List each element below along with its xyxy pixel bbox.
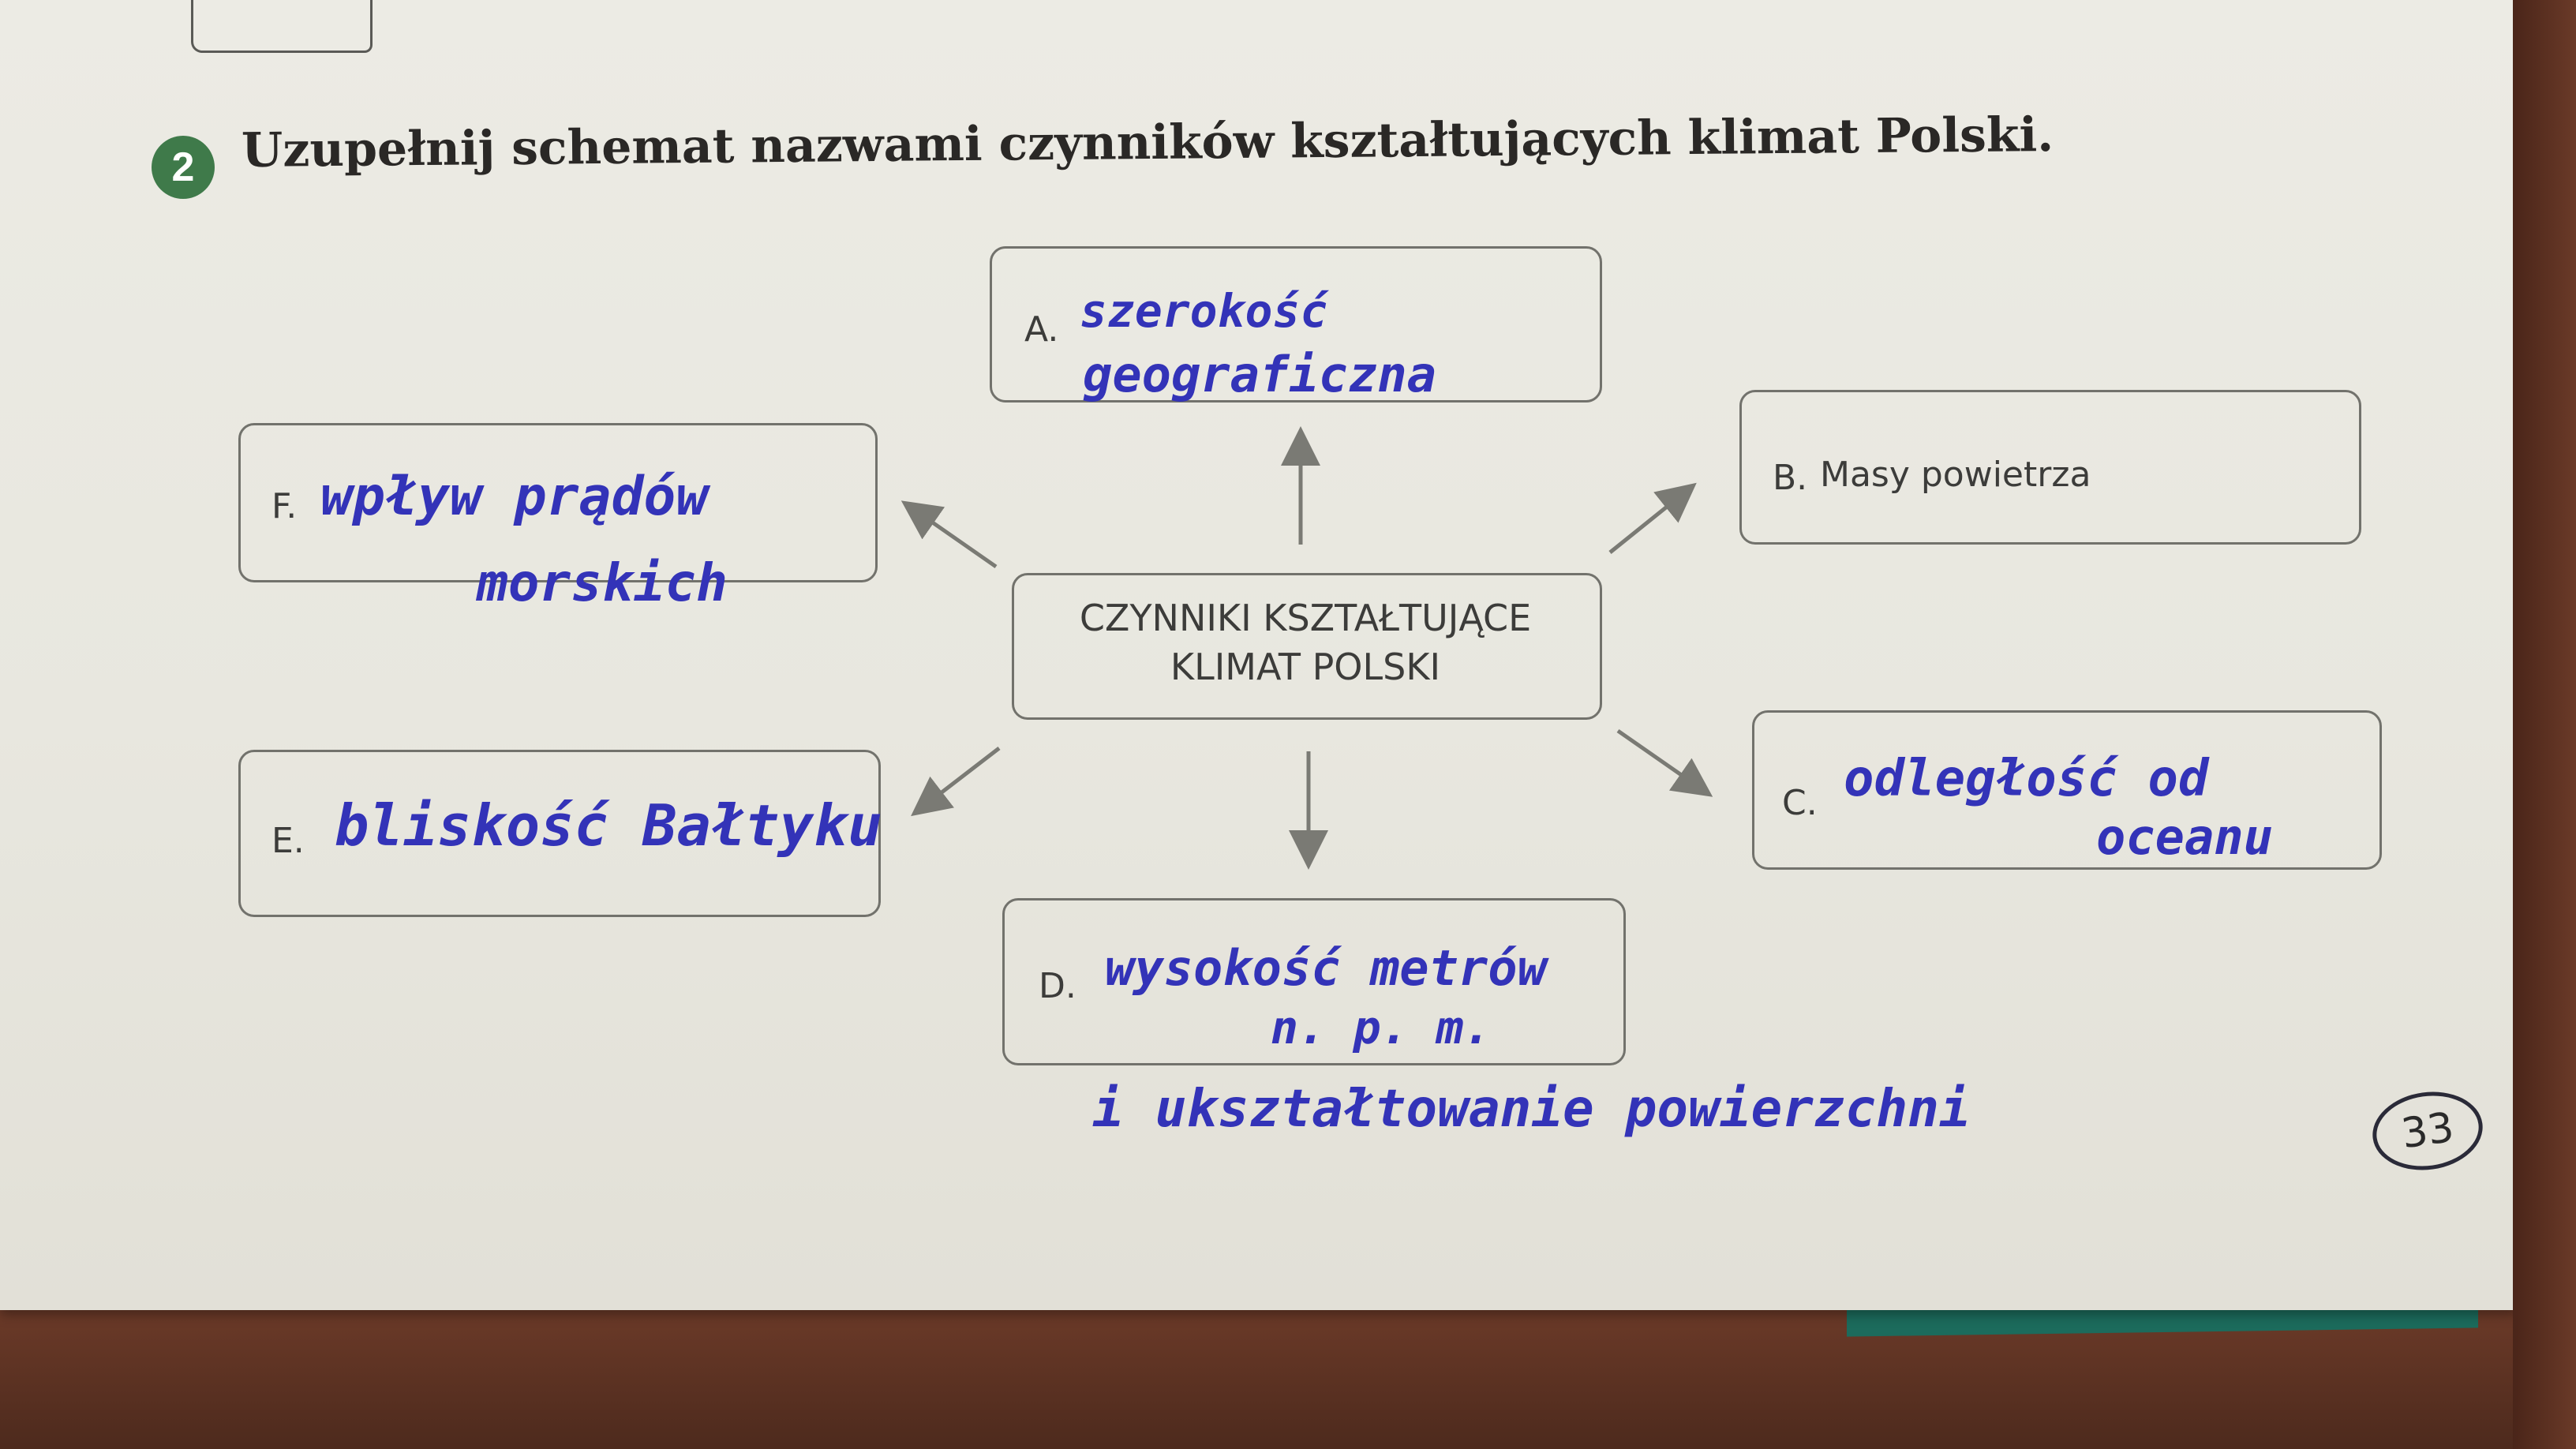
center-line-2: KLIMAT POLSKI [1170,646,1441,688]
box-a [990,246,1602,402]
arrow-to-e [911,747,1001,817]
box-c-answer-line-1: odległość od [1844,750,2209,808]
previous-exercise-box [191,0,373,53]
box-c-letter: C. [1782,783,1818,823]
box-b-letter: B. [1773,458,1808,498]
arrow-to-f [900,500,998,569]
exercise-number-badge: 2 [152,136,215,199]
box-f-answer-line-2: morskich [477,552,728,613]
box-d [1002,898,1626,1065]
center-box-text: CZYNNIKI KSZTAŁTUJĄCE KLIMAT POLSKI [1013,593,1597,691]
box-e-answer-line-1: bliskość Bałtyku [335,792,882,859]
arrow-to-c [1616,728,1713,797]
box-b [1739,390,2361,545]
center-box [1012,573,1602,720]
workbook-page: 2 Uzupełnij schemat nazwami czynników ks… [0,0,2518,1310]
diagram-arrows [900,426,1713,870]
page-edge-shadow [2513,0,2576,1449]
box-f-letter: F. [271,486,298,526]
box-e [238,750,881,917]
box-a-answer-line-2: geograficzna [1083,346,1436,403]
box-c [1752,710,2382,870]
table-surface [0,1310,2576,1449]
center-line-1: CZYNNIKI KSZTAŁTUJĄCE [1079,597,1532,639]
box-f-answer-line-1: wpływ prądów [320,466,709,528]
box-b-printed-text: Masy powietrza [1820,455,2091,495]
box-d-answer-line-3: i ukształtowanie powierzchni [1092,1078,1971,1139]
box-a-answer-line-1: szerokość [1080,284,1328,338]
box-d-answer-line-1: wysokość metrów [1105,939,1547,997]
box-f [238,423,878,582]
box-a-letter: A. [1024,309,1059,350]
arrow-to-b [1608,482,1697,554]
box-d-answer-line-2: n. p. m. [1271,1001,1492,1054]
box-d-letter: D. [1039,966,1076,1006]
box-e-letter: E. [271,821,305,861]
box-c-answer-line-2: oceanu [2096,808,2273,866]
